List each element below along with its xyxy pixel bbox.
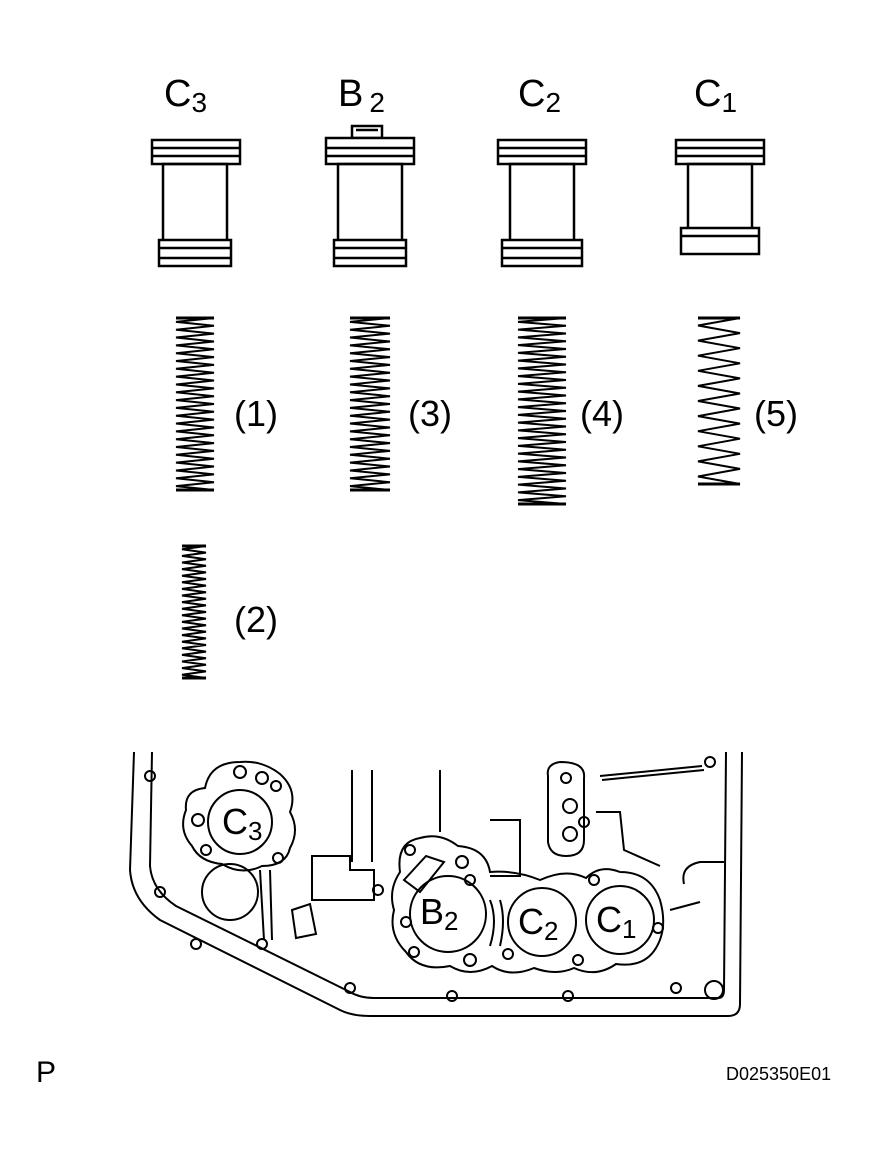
piston-label-c1: C1 [694, 73, 737, 118]
piston-label-c3: C3 [164, 73, 207, 118]
corner-mark: P [36, 1056, 57, 1089]
piston-b2 [324, 124, 416, 268]
spring-label-5: (5) [754, 393, 798, 434]
spring-3 [349, 317, 391, 491]
body-label-c3: C3 [222, 801, 262, 846]
spring-label-3: (3) [408, 393, 452, 434]
spring-2 [181, 545, 207, 679]
piston-c2 [496, 138, 588, 268]
spring-label-1: (1) [234, 393, 278, 434]
spring-label-2: (2) [234, 599, 278, 640]
spring-4 [517, 317, 567, 505]
piston-c3 [150, 138, 242, 268]
piston-label-c2: C2 [518, 73, 561, 118]
spring-label-4: (4) [580, 393, 624, 434]
body-label-c2: C2 [518, 901, 558, 946]
figure-code: D025350E01 [726, 1064, 832, 1084]
body-label-b2: B2 [420, 891, 458, 936]
spring-5 [697, 317, 741, 485]
body-label-c1: C1 [596, 899, 636, 944]
valve-body [128, 751, 743, 1017]
spring-1 [175, 317, 215, 491]
piston-c1 [674, 138, 766, 256]
